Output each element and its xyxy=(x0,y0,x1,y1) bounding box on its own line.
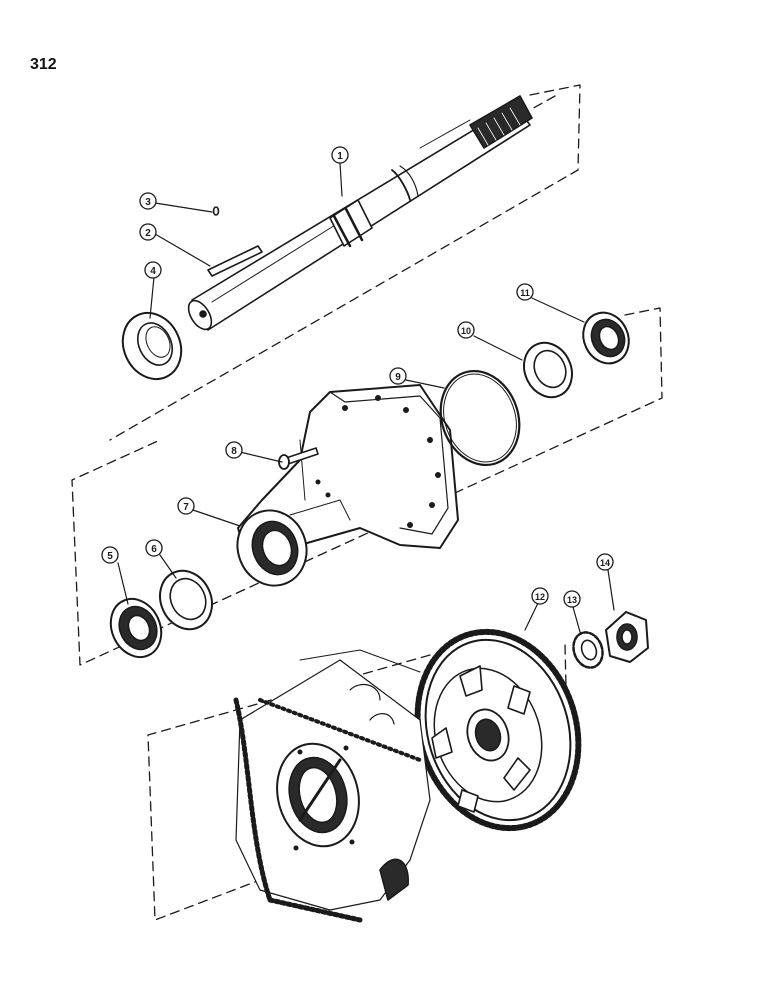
pin xyxy=(212,206,220,216)
callout-7: 7 xyxy=(183,502,189,513)
callout-circles xyxy=(101,146,614,608)
callout-5: 5 xyxy=(107,551,113,562)
leader-lines xyxy=(117,162,615,633)
seal xyxy=(121,311,183,381)
callout-10: 10 xyxy=(461,326,471,336)
bearing-cone-right xyxy=(582,311,630,365)
shaft xyxy=(187,95,533,331)
callout-2: 2 xyxy=(145,228,151,239)
lock-washer xyxy=(572,631,604,669)
bolt xyxy=(278,447,319,470)
callout-6: 6 xyxy=(151,544,157,555)
differential-housing-partial xyxy=(233,649,431,923)
nut xyxy=(605,611,649,663)
callout-4: 4 xyxy=(150,266,156,277)
page-number: 312 xyxy=(30,56,57,73)
bearing-cone-left xyxy=(109,597,163,659)
assembly-guide-upper xyxy=(109,84,581,441)
callout-13: 13 xyxy=(567,595,577,605)
assembly-guide-middle xyxy=(71,307,663,666)
callout-3: 3 xyxy=(145,197,151,208)
callout-11: 11 xyxy=(520,288,530,298)
callout-14: 14 xyxy=(600,558,610,568)
callout-9: 9 xyxy=(395,372,401,383)
bearing-cup-right xyxy=(523,341,573,399)
callout-8: 8 xyxy=(231,446,237,457)
o-ring xyxy=(439,369,521,467)
housing xyxy=(236,384,459,587)
key xyxy=(207,245,263,277)
callout-1: 1 xyxy=(337,151,343,162)
spur-gear xyxy=(414,628,582,832)
callout-12: 12 xyxy=(535,592,545,602)
bearing-cup-left xyxy=(159,569,213,631)
